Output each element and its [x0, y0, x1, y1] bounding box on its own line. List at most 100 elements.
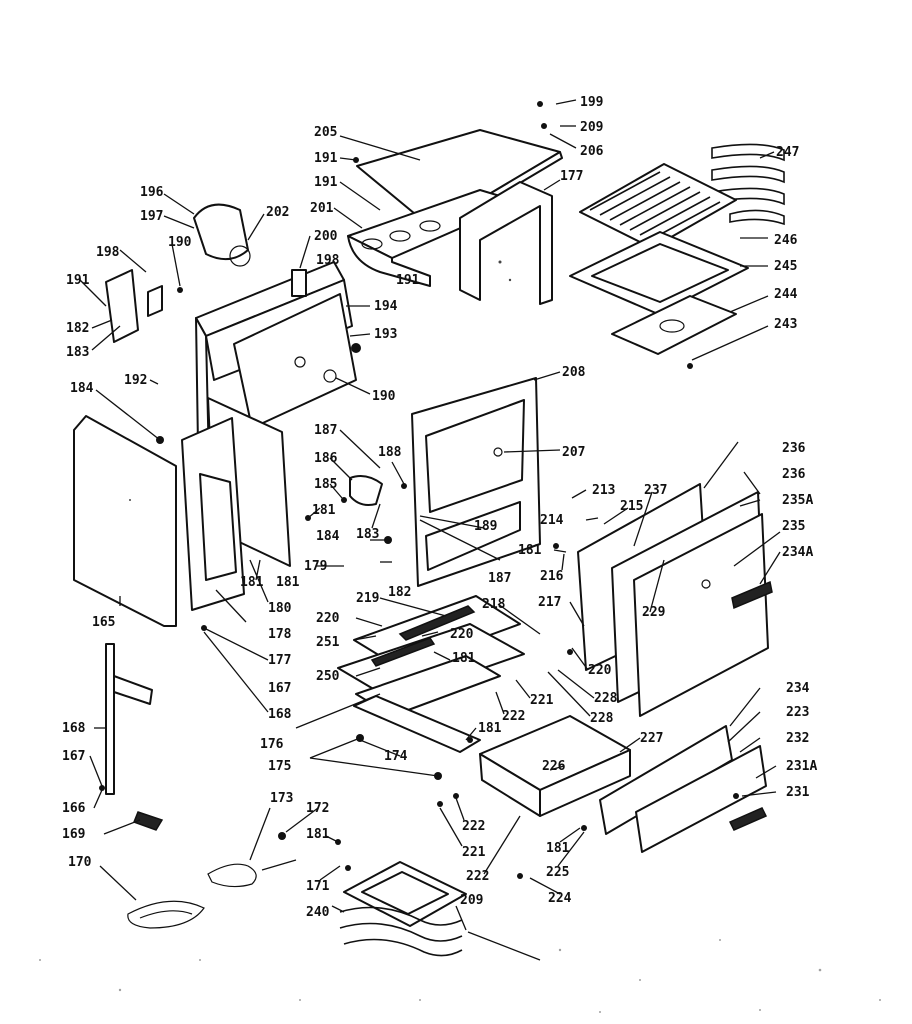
label-196: 196 — [140, 185, 164, 200]
vent-bracket-part — [193, 203, 251, 267]
label-187: 187 — [314, 423, 337, 438]
label-206: 206 — [580, 144, 604, 159]
oven-rack-246-part — [579, 163, 737, 249]
leveling-leg-169-part — [105, 643, 164, 831]
label-219: 219 — [356, 591, 379, 606]
label-198: 198 — [316, 253, 340, 268]
label-188: 188 — [378, 445, 402, 460]
label-205: 205 — [314, 125, 337, 140]
label-223: 223 — [786, 705, 809, 720]
label-234: 234 — [786, 681, 810, 696]
hinge-186-part — [349, 475, 383, 506]
label-214: 214 — [540, 513, 564, 528]
storage-drawer-227-part — [479, 715, 631, 817]
label-220: 220 — [588, 663, 612, 678]
bake-element-240-part — [339, 861, 467, 957]
label-181: 181 — [276, 575, 300, 590]
label-168: 168 — [268, 707, 292, 722]
label-207: 207 — [562, 445, 585, 460]
label-181: 181 — [546, 841, 570, 856]
label-222: 222 — [502, 709, 525, 724]
label-222: 222 — [462, 819, 485, 834]
label-246: 246 — [774, 233, 798, 248]
label-191: 191 — [396, 273, 420, 288]
label-234A: 234A — [782, 545, 813, 560]
oven-door-frame-208-part — [411, 377, 541, 587]
label-192: 192 — [124, 373, 147, 388]
oven-liner-194-part — [233, 293, 357, 429]
part-labels: 199 209 205 206 191 191 201 177 247 196 … — [62, 95, 817, 920]
label-200: 200 — [314, 229, 338, 244]
label-167: 167 — [62, 749, 85, 764]
label-236: 236 — [782, 441, 806, 456]
label-251: 251 — [316, 635, 340, 650]
label-191: 191 — [314, 175, 338, 190]
label-193: 193 — [374, 327, 397, 342]
label-244: 244 — [774, 287, 798, 302]
label-213: 213 — [592, 483, 615, 498]
drawer-panel-232-part — [635, 745, 768, 853]
label-173: 173 — [270, 791, 293, 806]
label-215: 215 — [620, 499, 643, 514]
label-199: 199 — [580, 95, 603, 110]
label-181: 181 — [478, 721, 502, 736]
label-209: 209 — [580, 120, 603, 135]
label-220: 220 — [450, 627, 474, 642]
label-231A: 231A — [786, 759, 817, 774]
label-237: 237 — [644, 483, 667, 498]
oven-door-panel-235-part — [633, 513, 769, 717]
label-235A: 235A — [782, 493, 813, 508]
side-panel-165-part — [73, 415, 177, 627]
label-227: 227 — [640, 731, 663, 746]
label-187: 187 — [488, 571, 511, 586]
label-172: 172 — [306, 801, 329, 816]
label-181: 181 — [312, 503, 336, 518]
label-202: 202 — [266, 205, 289, 220]
label-228: 228 — [590, 711, 614, 726]
label-181: 181 — [518, 543, 542, 558]
label-178: 178 — [268, 627, 292, 642]
label-243: 243 — [774, 317, 797, 332]
label-166: 166 — [62, 801, 86, 816]
label-185: 185 — [314, 477, 337, 492]
label-175: 175 — [268, 759, 291, 774]
label-224: 224 — [548, 891, 572, 906]
label-201: 201 — [310, 201, 334, 216]
label-208: 208 — [562, 365, 586, 380]
label-250: 250 — [316, 669, 340, 684]
power-cord-173-part — [207, 859, 297, 888]
trim-strip-174-part — [353, 695, 481, 753]
label-198: 198 — [96, 245, 120, 260]
burner-base-250-part — [337, 623, 525, 701]
door-handle-234a-part — [731, 580, 773, 610]
label-182: 182 — [66, 321, 89, 336]
label-209: 209 — [460, 893, 483, 908]
label-181: 181 — [452, 651, 476, 666]
label-220: 220 — [316, 611, 340, 626]
label-169: 169 — [62, 827, 85, 842]
label-226: 226 — [542, 759, 566, 774]
label-183: 183 — [356, 527, 379, 542]
label-170: 170 — [68, 855, 92, 870]
broiler-insert-244-part — [611, 295, 737, 355]
label-180: 180 — [268, 601, 292, 616]
broiler-pan-245-part — [569, 231, 749, 315]
label-184: 184 — [316, 529, 340, 544]
rear-housing-part — [459, 181, 553, 305]
label-247: 247 — [776, 145, 799, 160]
label-176: 176 — [260, 737, 284, 752]
label-190: 190 — [372, 389, 396, 404]
leader-lines — [79, 99, 781, 961]
label-181: 181 — [240, 575, 264, 590]
label-236: 236 — [782, 467, 806, 482]
label-245: 245 — [774, 259, 797, 274]
label-189: 189 — [474, 519, 497, 534]
scan-noise — [39, 939, 881, 1013]
label-171: 171 — [306, 879, 330, 894]
label-179: 179 — [304, 559, 327, 574]
oven-liner-main-part — [181, 397, 291, 611]
fastener-dots — [99, 101, 739, 879]
label-231: 231 — [786, 785, 810, 800]
label-197: 197 — [140, 209, 163, 224]
label-183: 183 — [66, 345, 89, 360]
